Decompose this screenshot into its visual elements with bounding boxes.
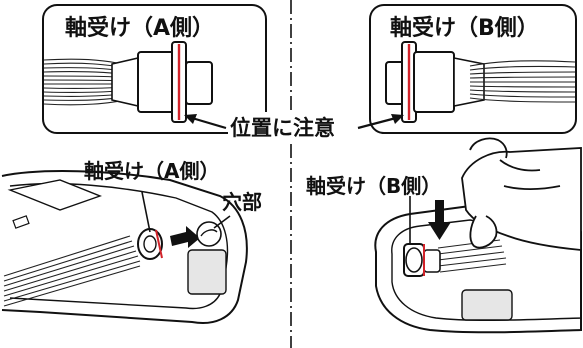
a-side-slot xyxy=(12,215,30,229)
brush-core-taper-a xyxy=(111,56,139,108)
position-note-arrow-right xyxy=(357,116,397,130)
b-side-foam-pad xyxy=(461,289,513,321)
position-note-callout: 位置に注意 xyxy=(184,112,404,142)
a-side-leader-line xyxy=(141,191,151,233)
bearing-b-closeup-panel: 軸受け（B側） xyxy=(369,4,577,134)
hand-illustration xyxy=(461,137,582,251)
a-side-inner-lip xyxy=(9,182,229,310)
bearing-a-closeup-panel: 軸受け（A側） xyxy=(42,4,267,134)
hole-label: 穴部 xyxy=(222,190,262,214)
b-side-bearing xyxy=(403,243,441,277)
brush-bristles-b xyxy=(469,60,576,103)
position-note-backing xyxy=(228,112,358,142)
a-side-insert-arrow xyxy=(170,226,200,248)
a-side-foam-pad xyxy=(187,249,227,295)
hole-leader-line xyxy=(213,215,231,229)
a-side-bearing-label: 軸受け（A側） xyxy=(84,159,219,183)
bearing-a-closeup-title: 軸受け（A側） xyxy=(65,15,214,41)
a-side-brush-roll xyxy=(3,235,141,307)
bearing-a-endcap xyxy=(185,61,213,105)
b-side-push-arrow xyxy=(428,200,451,240)
b-side-bearing-label: 軸受け（B側） xyxy=(306,174,441,198)
bearing-b-closeup-title: 軸受け（B側） xyxy=(390,15,539,41)
a-side-install-illustration: 軸受け（A側） 穴部 xyxy=(1,159,262,324)
position-note-arrow-left xyxy=(191,116,227,130)
a-side-housing-detail xyxy=(7,179,102,211)
position-note-label: 位置に注意 xyxy=(230,116,335,140)
position-note-arrowhead-left xyxy=(184,114,197,124)
position-note-arrowhead-right xyxy=(391,114,404,124)
bearing-b-body xyxy=(413,51,455,113)
a-side-bearing xyxy=(137,228,163,260)
b-side-install-illustration: 軸受け（B側） xyxy=(306,137,582,334)
